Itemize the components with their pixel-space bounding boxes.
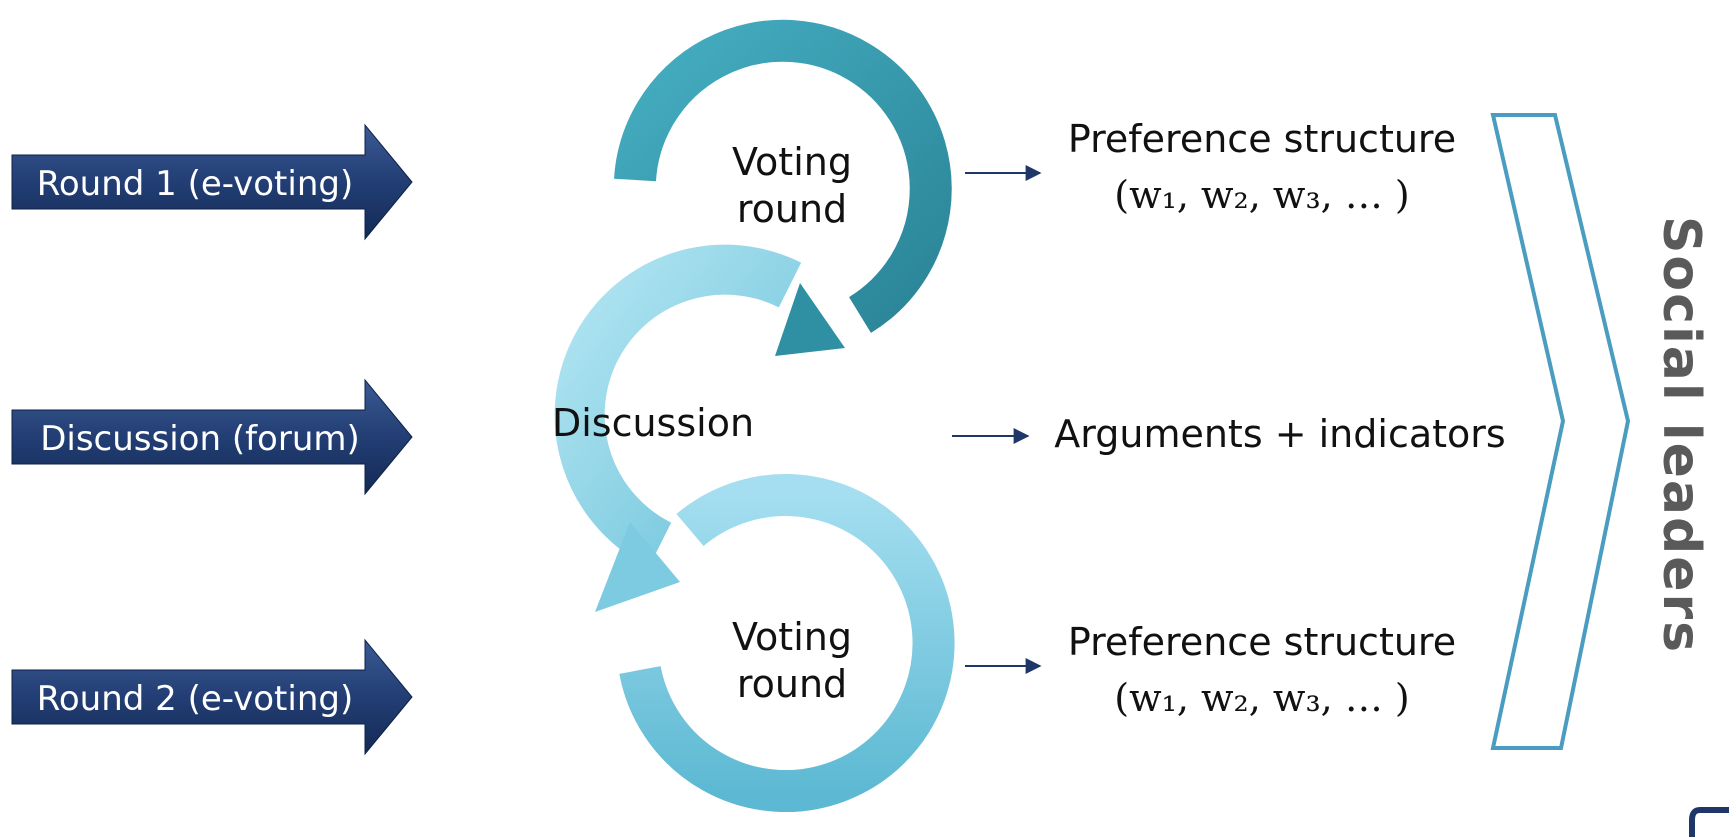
stage-label-round-1: Round 1 (e-voting) [37,164,353,204]
bottom-voting-cycle-arrow [619,474,955,812]
top-cycle-label-line1: Voting [732,140,852,184]
corner-frame-fragment [1689,807,1729,837]
output-middle-line1: Arguments + indicators [1054,412,1505,456]
bottom-cycle-label-line2: round [737,662,847,706]
top-voting-cycle-arrow [614,19,952,356]
stage-arrow-discussion: Discussion (forum) [11,378,413,496]
stage-label-discussion: Discussion (forum) [40,419,360,459]
middle-cycle-label: Discussion [552,401,754,445]
top-cycle-label-line2: round [737,187,847,231]
discussion-cycle-arrow [554,244,802,612]
output-top-line1: Preference structure [1068,117,1456,161]
output-bottom-line2: (w₁, w₂, w₃, … ) [1114,676,1409,720]
stage-arrow-round-2: Round 2 (e-voting) [11,638,413,756]
chevron-bracket [1490,113,1631,750]
stage-label-round-2: Round 2 (e-voting) [37,679,353,719]
output-bottom-line1: Preference structure [1068,620,1456,664]
side-title: Social leaders [1651,216,1711,654]
stage-arrow-round-1: Round 1 (e-voting) [11,123,413,241]
output-top-line2: (w₁, w₂, w₃, … ) [1114,173,1409,217]
bottom-cycle-label-line1: Voting [732,615,852,659]
